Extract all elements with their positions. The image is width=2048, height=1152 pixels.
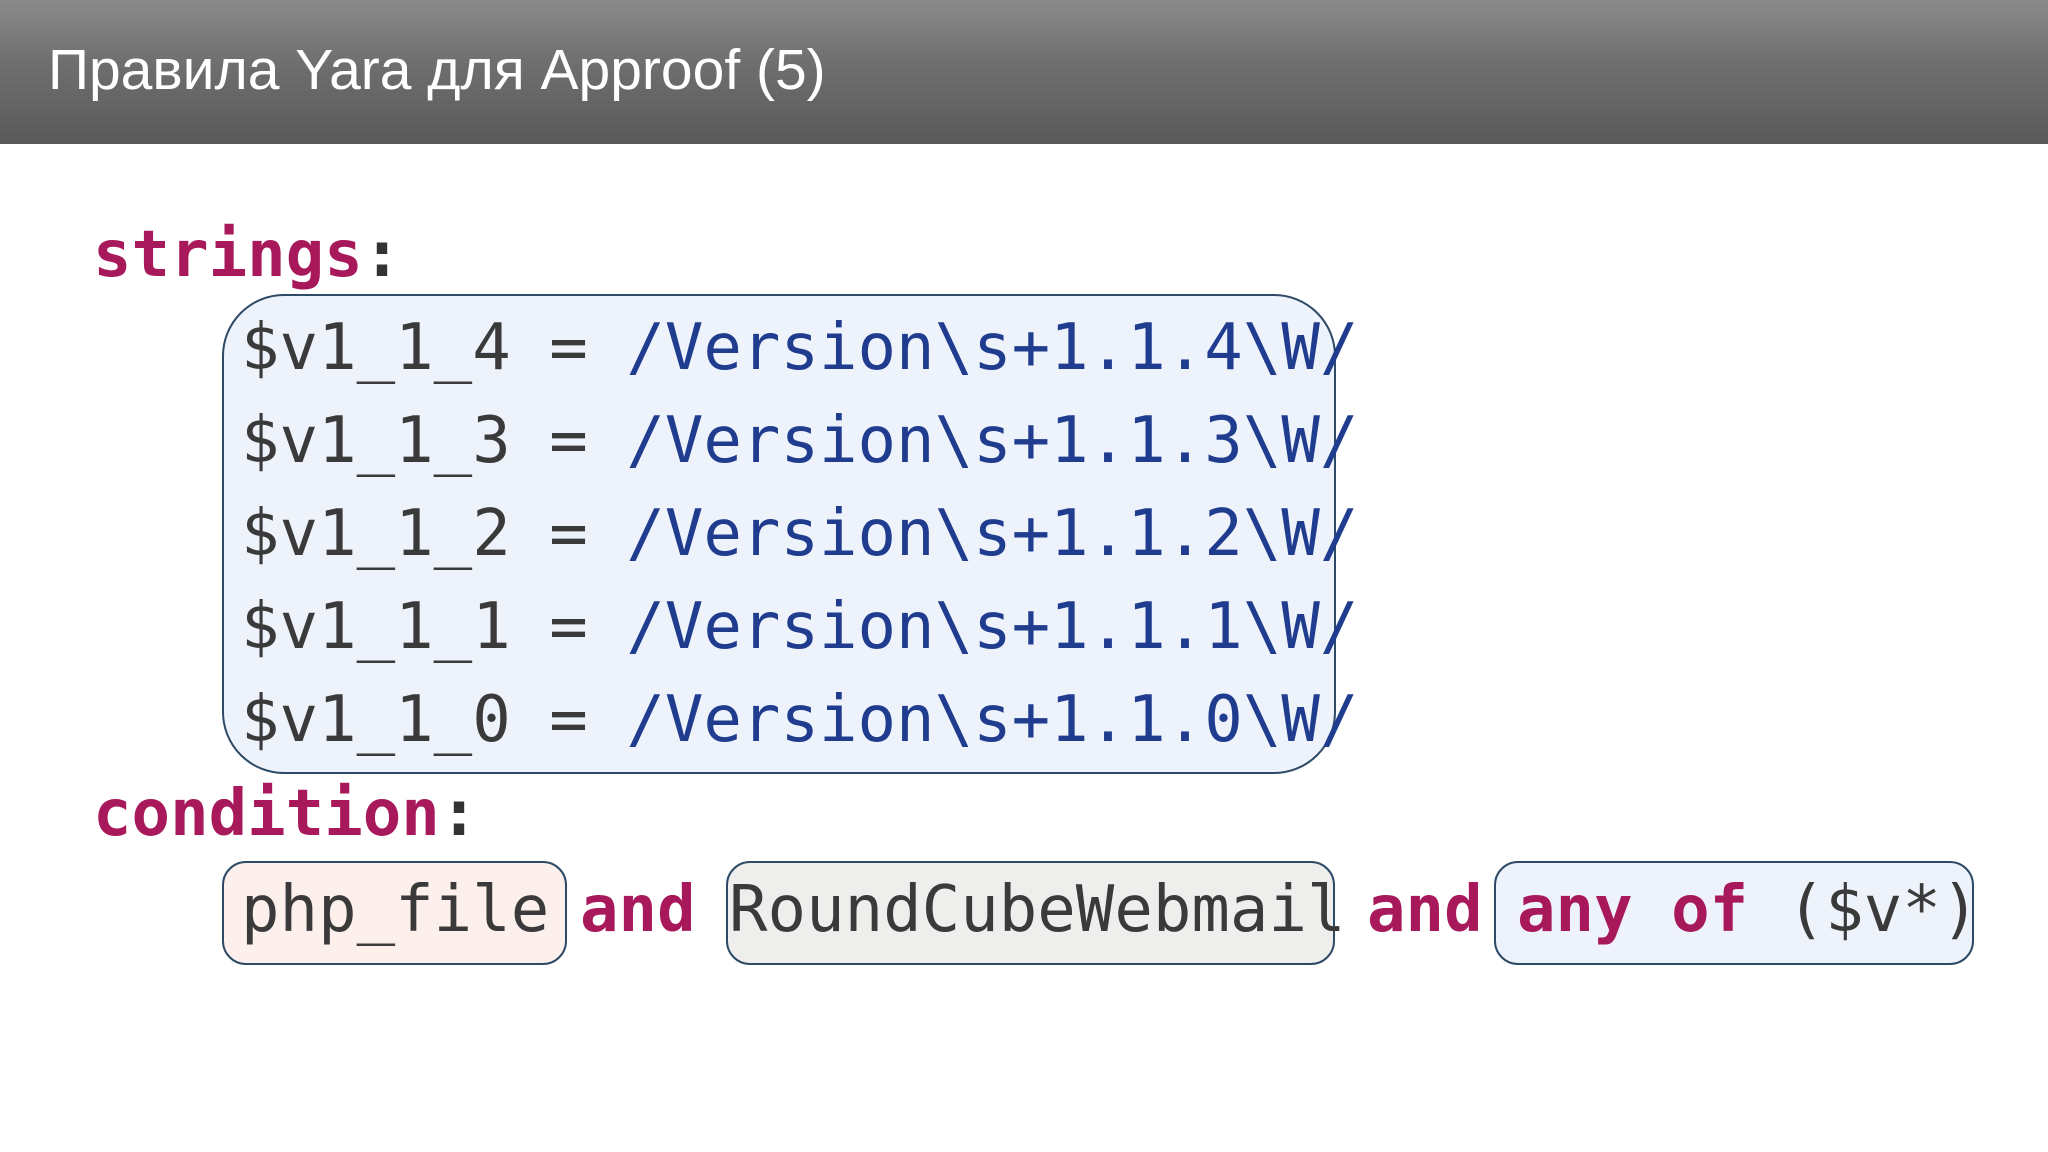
strings-keyword: strings: [93, 218, 363, 292]
rule-op: =: [510, 311, 627, 385]
condition-colon: :: [439, 777, 479, 851]
rule-regex: /Version\s+1.1.0\W/: [626, 683, 1359, 757]
cond-selector: ($v*): [1748, 873, 1980, 947]
rule-regex: /Version\s+1.1.1\W/: [626, 590, 1359, 664]
slide-title: Правила Yara для Approof (5): [48, 38, 826, 102]
strings-header-line: strings:: [93, 217, 401, 293]
rule-line: $v1_1_1 = /Version\s+1.1.1\W/: [241, 589, 1358, 665]
rule-op: =: [510, 590, 627, 664]
rule-var: $v1_1_0: [241, 683, 511, 757]
any-of-highlight-box: [1494, 861, 1974, 965]
rule-var: $v1_1_1: [241, 590, 511, 664]
rule-var: $v1_1_2: [241, 497, 511, 571]
condition-keyword: condition: [93, 777, 440, 851]
cond-and-1: and: [580, 873, 696, 947]
slide-header: Правила Yara для Approof (5): [0, 0, 2048, 144]
cond-roundcube: RoundCubeWebmail: [729, 873, 1346, 947]
rule-op: =: [510, 497, 627, 571]
rule-op: =: [510, 404, 627, 478]
rule-line: $v1_1_2 = /Version\s+1.1.2\W/: [241, 496, 1358, 572]
rule-regex: /Version\s+1.1.2\W/: [626, 497, 1359, 571]
rule-line: $v1_1_3 = /Version\s+1.1.3\W/: [241, 403, 1358, 479]
cond-any-of-line: any of ($v*): [1517, 872, 1979, 948]
roundcube-highlight-box: [726, 861, 1335, 965]
rule-line: $v1_1_4 = /Version\s+1.1.4\W/: [241, 310, 1358, 386]
rule-op: =: [510, 683, 627, 757]
strings-colon: :: [362, 218, 402, 292]
cond-any-of: any of: [1517, 873, 1749, 947]
rule-regex: /Version\s+1.1.3\W/: [626, 404, 1359, 478]
rule-line: $v1_1_0 = /Version\s+1.1.0\W/: [241, 682, 1358, 758]
strings-highlight-box: [222, 294, 1336, 774]
php-file-highlight-box: [222, 861, 567, 965]
cond-and-2: and: [1367, 873, 1483, 947]
rule-var: $v1_1_3: [241, 404, 511, 478]
condition-header-line: condition:: [93, 776, 478, 852]
rule-regex: /Version\s+1.1.4\W/: [626, 311, 1359, 385]
cond-php-file: php_file: [241, 873, 550, 947]
rule-var: $v1_1_4: [241, 311, 511, 385]
